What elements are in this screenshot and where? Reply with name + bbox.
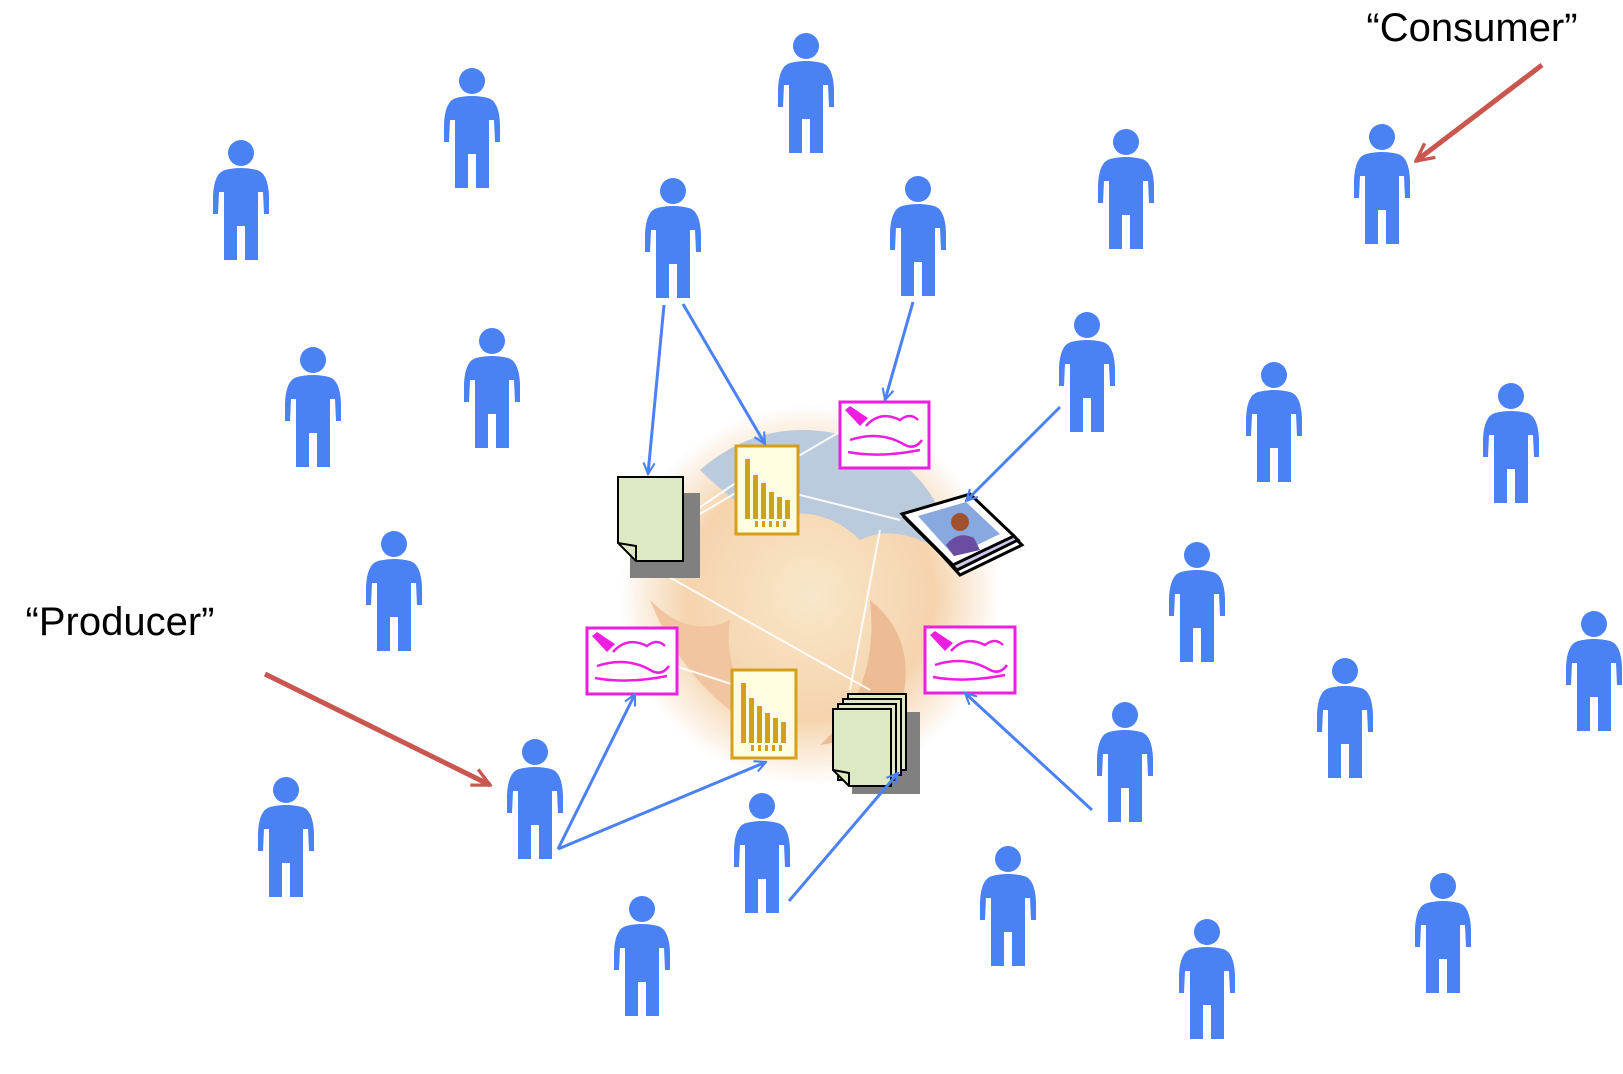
person-icon xyxy=(980,846,1036,966)
person-icon xyxy=(1566,611,1622,731)
person-icon xyxy=(1415,873,1471,993)
drawing-icon xyxy=(585,626,679,696)
person-icon xyxy=(1483,383,1539,503)
person-icon xyxy=(1059,312,1115,432)
text-document-icon xyxy=(617,476,700,578)
person-icon xyxy=(1246,362,1302,482)
drawing-icon xyxy=(838,400,931,470)
document-stack-icon xyxy=(832,693,920,794)
person-icon xyxy=(614,896,670,1016)
person-icon xyxy=(444,68,500,188)
drawing-icon xyxy=(923,625,1017,695)
bar-chart-document-icon xyxy=(730,668,798,760)
person-icon xyxy=(258,777,314,897)
person-icon xyxy=(1317,658,1373,778)
firefox-globe-icon xyxy=(609,405,1000,785)
person-icon xyxy=(213,140,269,260)
person-icon xyxy=(464,328,520,448)
photo-stack-icon xyxy=(899,492,1025,577)
person-icon xyxy=(890,176,946,296)
person-icon xyxy=(507,739,563,859)
consumer-label: “Consumer” xyxy=(1366,6,1577,50)
person-icon xyxy=(645,178,701,298)
person-icon xyxy=(1179,919,1235,1039)
person-icon xyxy=(1354,124,1410,244)
bar-chart-document-icon xyxy=(734,444,800,536)
person-icon xyxy=(734,793,790,913)
person-icon xyxy=(285,347,341,467)
person-icon xyxy=(366,531,422,651)
person-icon xyxy=(1169,542,1225,662)
person-icon xyxy=(1098,129,1154,249)
person-icon xyxy=(1097,702,1153,822)
person-icon xyxy=(778,33,834,153)
producer-label: “Producer” xyxy=(26,600,215,644)
